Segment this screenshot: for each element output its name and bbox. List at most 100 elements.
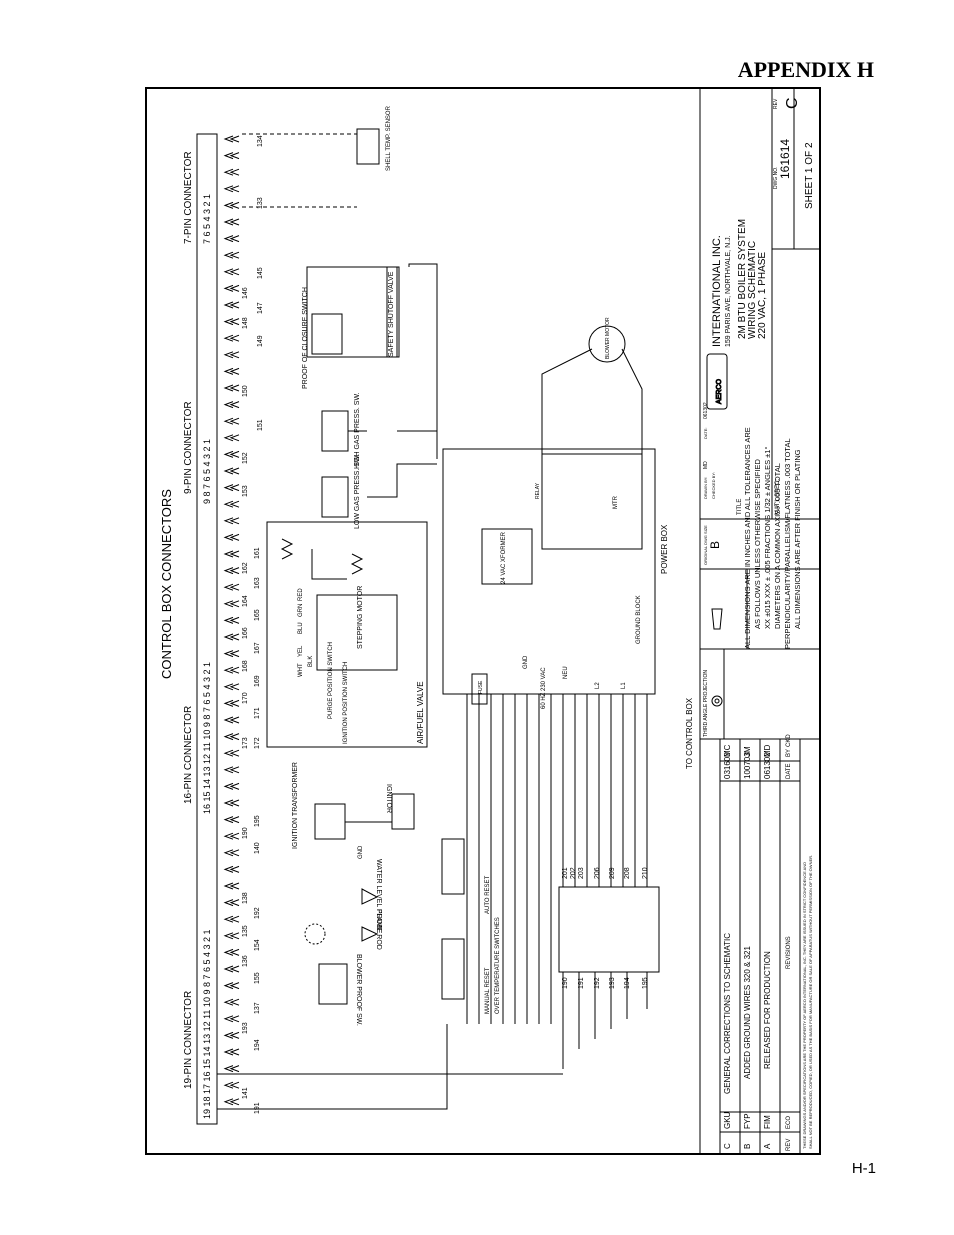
connector-19-label: 19-PIN CONNECTOR xyxy=(183,991,194,1089)
wire-206: 206 xyxy=(594,867,601,879)
rev-header-ckd: CKD xyxy=(786,734,792,747)
connector-7-pins: 7 6 5 4 3 2 1 xyxy=(202,194,212,244)
wire-170: 170 xyxy=(242,692,249,704)
wire-210: 210 xyxy=(642,867,649,879)
pin-chevron xyxy=(223,533,240,541)
third-angle: THIRD ANGLE PROJECTION xyxy=(703,670,709,737)
wire-202: 202 xyxy=(570,867,577,879)
blower-proof-label: BLOWER PROOF SW. xyxy=(355,954,362,1026)
pin-chevron xyxy=(223,351,240,359)
wire-148: 148 xyxy=(242,317,249,329)
ground-block-label: GROUND BLOCK xyxy=(636,595,642,644)
wire-154: 154 xyxy=(254,939,261,951)
to-control-box-label: TO CONTROL BOX xyxy=(685,697,694,769)
pin-chevron xyxy=(223,550,240,558)
connector-19-pins: 19 18 17 16 15 14 13 12 11 10 9 8 7 6 5 … xyxy=(202,930,212,1120)
ignition-transformer-label: IGNITION TRANSFORMER xyxy=(292,762,299,849)
over-temp-switches: AUTO RESET MANUAL RESET OVER TEMPERATURE… xyxy=(441,838,501,1014)
pin-chevron xyxy=(223,450,240,458)
flame-rod-label: FLAME ROD xyxy=(375,909,382,950)
shell-temp-sensor: SHELL TEMP. SENSOR xyxy=(242,105,392,208)
pin-chevron xyxy=(223,1098,240,1106)
wire-133: 133 xyxy=(257,197,264,209)
wire-color-yel: YEL xyxy=(298,645,304,657)
wire-172: 172 xyxy=(254,737,261,749)
xformer-label: 24 VAC XFORMER xyxy=(501,531,507,584)
wire-195-r: 195 xyxy=(642,977,649,989)
wire-209: 209 xyxy=(609,867,616,879)
pin-chevron xyxy=(223,434,240,442)
rev-row-a-rev: A xyxy=(763,1143,772,1149)
pin-chevron xyxy=(223,915,240,923)
pin-chevron xyxy=(223,600,240,608)
safety-shutoff-label: SAFETY SHUTOFF VALVE xyxy=(388,271,395,357)
wire-137: 137 xyxy=(254,1002,261,1014)
pin-chevron xyxy=(223,467,240,475)
rev-row-b-rev: B xyxy=(743,1144,752,1149)
pin-chevron xyxy=(223,799,240,807)
wire-192: 192 xyxy=(254,907,261,919)
over-temp-label: OVER TEMPERATURE SWITCHES xyxy=(495,917,501,1014)
pin-chevron xyxy=(223,367,240,375)
water-level-probe: WATER LEVEL PROBE xyxy=(361,859,382,934)
connector-9-pins: 9 8 7 6 5 4 3 2 1 xyxy=(202,439,212,504)
rev-row-b-date: 100703 xyxy=(743,752,752,779)
wire-195: 195 xyxy=(254,815,261,827)
wire-labels: 134 133 145 146 147 148 149 150 151 152 … xyxy=(242,135,264,1114)
rev-row-b-by: JM xyxy=(743,746,752,757)
title-label: TITLE xyxy=(737,499,743,515)
pin-chevron xyxy=(223,152,240,160)
pin-chevron xyxy=(223,401,240,409)
rev-row-c-date: 031603 xyxy=(723,752,732,779)
pin-chevron xyxy=(223,998,240,1006)
wire-190: 190 xyxy=(242,827,249,839)
wire-140: 140 xyxy=(254,842,261,854)
high-gas-label: HIGH GAS PRESS. SW. xyxy=(354,392,361,469)
wire-193-r: 193 xyxy=(609,977,616,989)
pin-chevron xyxy=(223,251,240,259)
rev-value: C xyxy=(784,97,801,109)
wire-141: 141 xyxy=(242,1087,249,1099)
dwg-size-label: ORIGINAL DWG SIZE xyxy=(703,525,708,565)
l1-label: L1 xyxy=(621,682,627,689)
auto-reset-label: AUTO RESET xyxy=(485,875,491,914)
water-level-label: WATER LEVEL PROBE xyxy=(375,859,382,934)
rev-header-eco: ECO xyxy=(786,1116,792,1129)
l2-label: L2 xyxy=(595,682,601,689)
pin-chevron xyxy=(223,384,240,392)
purge-switch-label: PURGE POSITION SWITCH xyxy=(328,642,334,719)
wire-161: 161 xyxy=(254,547,261,559)
company-address: 159 PARIS AVE, NORTHVALE, N.J. xyxy=(725,235,732,347)
wire-201: 201 xyxy=(562,867,569,879)
high-gas-press-switch: HIGH GAS PRESS. SW. xyxy=(321,392,438,469)
rev-row-c-rev: C xyxy=(723,1143,732,1149)
tolerance-notes: ALL DIMENSIONS ARE IN INCHES AND ALL TOL… xyxy=(743,427,802,649)
connector-16-label: 16-PIN CONNECTOR xyxy=(183,706,194,804)
pin-chevron xyxy=(223,517,240,525)
wire-171: 171 xyxy=(254,707,261,719)
appendix-heading: APPENDIX H xyxy=(737,57,874,82)
tolerance-line-1: ALL DIMENSIONS ARE IN INCHES AND ALL TOL… xyxy=(743,427,752,649)
pin-chevron xyxy=(223,932,240,940)
rev-label: REV xyxy=(773,98,779,109)
pin-chevron xyxy=(223,201,240,209)
ignition-transformer: IGNITION TRANSFORMER GND xyxy=(292,762,364,859)
mains-label: 60 HZ 230 VAC xyxy=(541,667,547,709)
wire-169: 169 xyxy=(254,675,261,687)
tolerance-line-3: XX ±015 XXX ± .005 FRACTIONS 1/32 ± ANGL… xyxy=(763,447,772,629)
pin-chevron xyxy=(223,982,240,990)
title-block: AERCO INTERNATIONAL INC. 159 PARIS AVE, … xyxy=(699,89,819,1153)
rev-row-b-desc: ADDED GROUND WIRES 320 & 321 xyxy=(743,946,752,1079)
pin-chevron xyxy=(223,965,240,973)
pin-chevron xyxy=(223,334,240,342)
tolerance-line-5: PERPENDICULARITY/PARALLELISM/FLATNESS .0… xyxy=(783,438,792,649)
connector-16-pins: 16 15 14 13 12 11 10 9 8 7 6 5 4 3 2 1 xyxy=(202,662,212,814)
dwg-size: B xyxy=(708,541,722,549)
revision-block: C GKU GENERAL CORRECTIONS TO SCHEMATIC 0… xyxy=(699,734,813,1153)
ignition-switch-label: IGNITION POSITION SWITCH xyxy=(343,662,349,744)
wire-134: 134 xyxy=(257,135,264,147)
wire-149: 149 xyxy=(257,335,264,347)
rev-header-desc: REVISIONS xyxy=(786,936,792,969)
pin-chevron xyxy=(223,484,240,492)
wire-192-r: 192 xyxy=(594,977,601,989)
